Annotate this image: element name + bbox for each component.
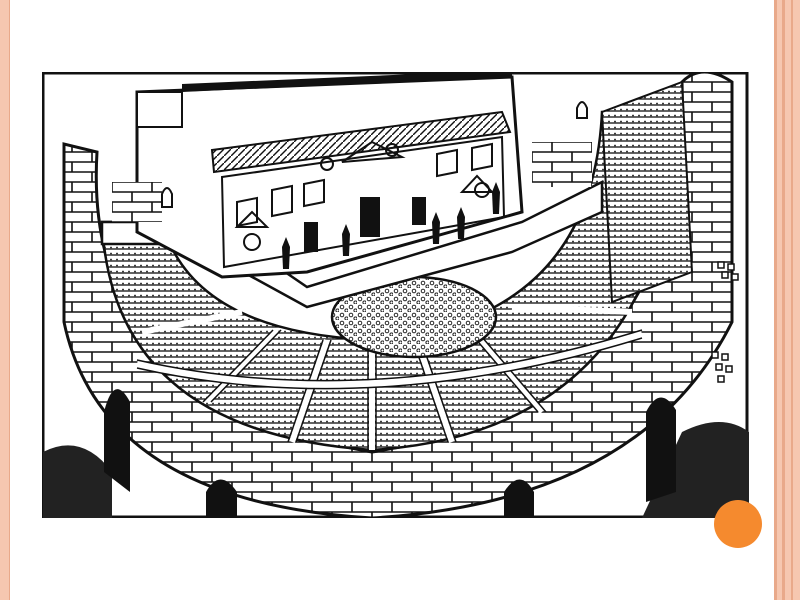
theatre-drawing	[42, 72, 749, 518]
actor-figures	[282, 182, 500, 269]
left-border-decoration	[0, 0, 10, 600]
right-border-decoration	[768, 0, 800, 600]
roman-theatre-illustration	[42, 72, 750, 524]
stage-building	[112, 72, 694, 304]
accent-dot	[714, 500, 762, 548]
